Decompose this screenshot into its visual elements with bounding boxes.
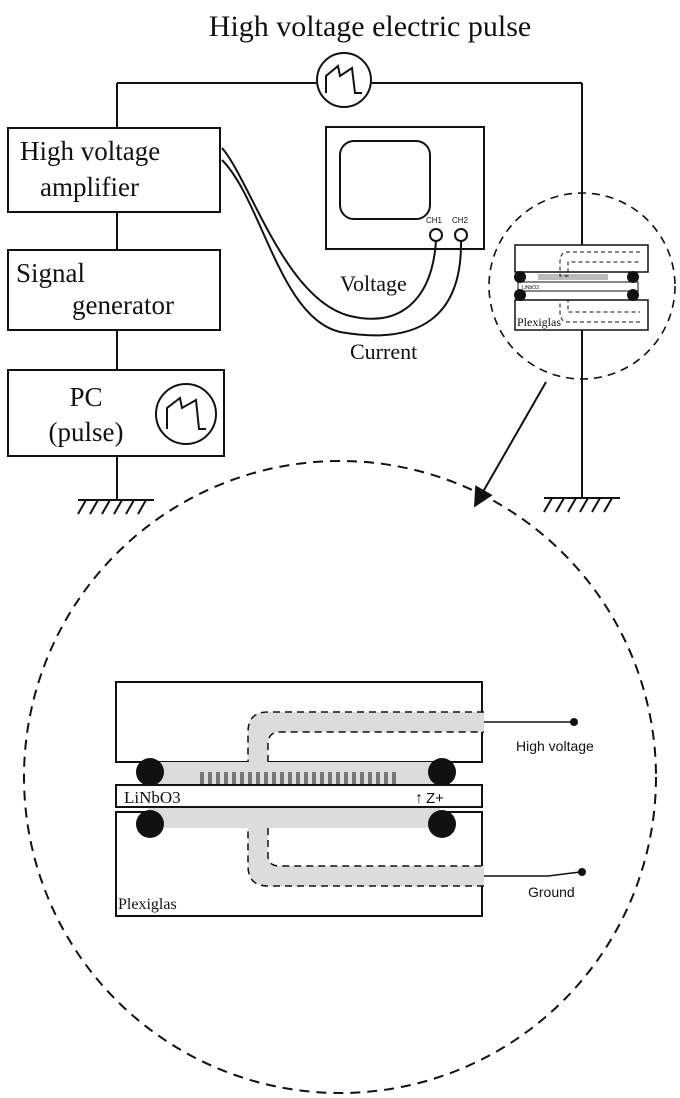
zoom-circle-large	[23, 460, 657, 1094]
signal-generator: Signal generator	[7, 249, 221, 331]
measurement-cables	[221, 147, 463, 337]
generator-label-line1: Signal	[16, 258, 85, 288]
axis-label: Z+	[426, 790, 444, 807]
small-electrode-array	[538, 274, 608, 280]
ground-channel-outline	[247, 828, 484, 887]
small-bottom-block	[514, 299, 649, 331]
ground-lead	[547, 871, 581, 877]
high-voltage-amplifier: High voltage amplifier	[7, 127, 221, 213]
small-oring	[627, 271, 639, 283]
ch1-connector	[429, 228, 443, 242]
oscilloscope: CH1 CH2	[325, 126, 485, 250]
high-voltage-label: High voltage	[516, 738, 594, 754]
small-top-channel	[559, 251, 640, 277]
oring-top-left	[136, 758, 164, 786]
voltage-cable-label: Voltage	[340, 271, 407, 296]
pc-pulse: PC (pulse)	[7, 369, 225, 457]
pc-label-line1: PC	[69, 382, 102, 412]
oring-bottom-right	[428, 810, 456, 838]
zoom-arrow-icon	[474, 381, 547, 508]
oring-bottom-left	[136, 810, 164, 838]
current-cable	[221, 159, 463, 337]
pc-pulse-circle	[155, 383, 217, 445]
pulse-source	[316, 52, 372, 108]
voltage-cable	[221, 147, 437, 320]
small-crystal-label: LiNbO3	[522, 285, 539, 291]
ground-terminal	[578, 868, 586, 876]
small-material-label: Plexiglas	[517, 315, 561, 329]
small-top-block	[514, 244, 649, 273]
high-voltage-terminal	[570, 718, 578, 726]
material-label: Plexiglas	[118, 896, 177, 913]
oscilloscope-screen	[339, 140, 431, 220]
small-oring	[627, 289, 639, 301]
small-oring	[514, 271, 526, 283]
pulse-waveform-icon	[325, 64, 362, 94]
small-bottom-channel	[559, 299, 640, 323]
interdigital-electrodes	[200, 772, 396, 784]
bottom-plexiglas-block	[115, 811, 483, 917]
ground-label: Ground	[528, 884, 575, 900]
top-wire	[116, 82, 583, 245]
current-cable-label: Current	[350, 339, 417, 364]
ground-symbol-icon	[77, 499, 154, 515]
up-arrow-icon: ↑	[415, 790, 423, 807]
high-voltage-channel-outline	[247, 711, 484, 762]
high-voltage-channel	[248, 712, 484, 786]
sample-holder-small: LiNbO3 Plexiglas	[514, 244, 649, 331]
fluid-gap-top	[148, 762, 440, 784]
small-crystal	[517, 281, 639, 292]
amplifier-label-line1: High voltage	[20, 136, 160, 166]
amplifier-label-line2: amplifier	[40, 172, 139, 202]
sample-holder-detail: LiNbO3 ↑ Z+ Plexiglas High voltage Groun…	[115, 681, 594, 917]
diagram-title: High voltage electric pulse	[209, 10, 531, 43]
pc-label-line2: (pulse)	[49, 417, 124, 447]
small-oring	[514, 289, 526, 301]
crystal-label: LiNbO3	[124, 788, 181, 807]
ground-symbol-icon	[543, 497, 620, 513]
ch2-label: CH2	[452, 216, 469, 225]
oring-top-right	[428, 758, 456, 786]
generator-label-line2: generator	[72, 290, 174, 320]
ch2-connector	[454, 228, 468, 242]
ch1-label: CH1	[426, 216, 443, 225]
pulse-waveform-icon	[166, 396, 206, 430]
linbo3-crystal	[115, 784, 483, 808]
fluid-gap-bottom	[148, 806, 440, 828]
